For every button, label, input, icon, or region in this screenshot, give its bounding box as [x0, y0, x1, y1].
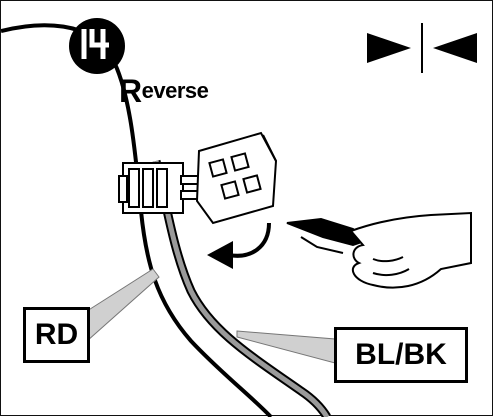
leader-rd	[86, 268, 160, 343]
reverse-rest: everse	[141, 78, 209, 103]
label-rd: RD	[23, 307, 90, 363]
wire-blbk	[153, 160, 330, 417]
connector-join-icon	[367, 23, 477, 73]
pliers-hand-icon	[286, 211, 472, 289]
reverse-initial: R	[119, 73, 142, 109]
reverse-badge-text: Reverse	[119, 73, 209, 110]
connector-left	[118, 162, 212, 214]
label-blbk: BL/BK	[334, 327, 468, 383]
rotate-arrow-icon	[207, 222, 271, 269]
gear-shift-reverse-icon	[69, 18, 125, 74]
connector-right	[195, 131, 278, 225]
